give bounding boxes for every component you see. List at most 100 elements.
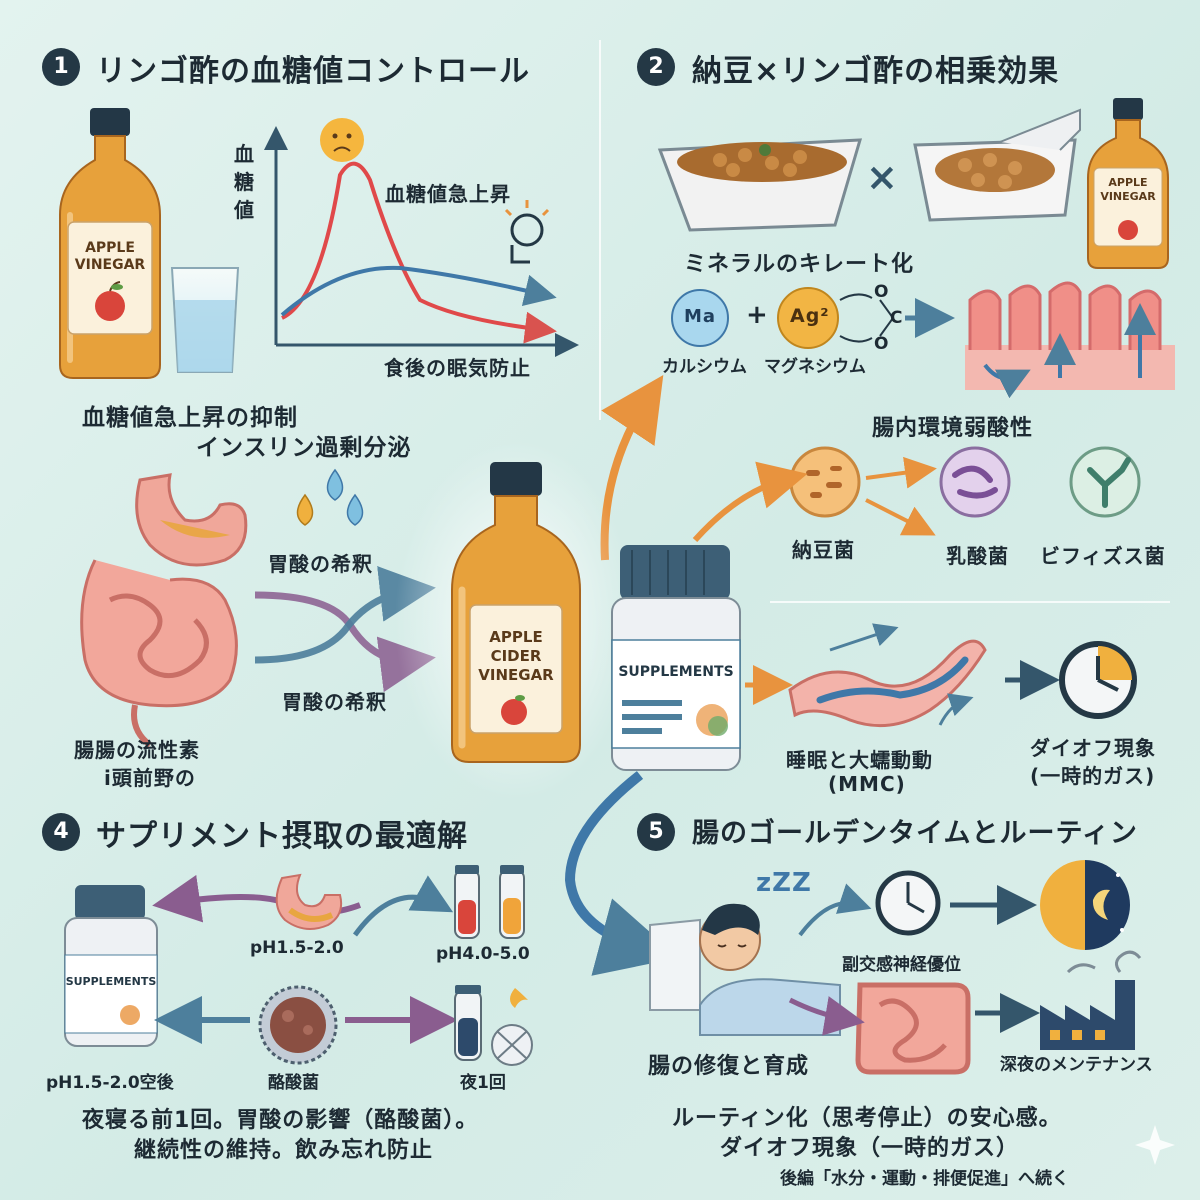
spike-label: 血糖値急上昇 [385, 182, 511, 206]
supplements-small-label: SUPPLEMENTS [65, 975, 157, 988]
supplements-bottle-small [64, 885, 158, 1047]
apple-cider-vinegar-bottle [395, 440, 635, 800]
clock-icon-1 [1059, 641, 1137, 719]
apple-vinegar-bottle-1 [59, 108, 161, 379]
acid-drops [296, 468, 364, 526]
bifido-bacteria-label: ビフィズス菌 [1040, 544, 1166, 568]
routine-label: ルーティン化（思考停止）の安心感。 [672, 1106, 1062, 1131]
acv-label-line1: APPLE [489, 628, 543, 646]
acid-dilution-label-2: 胃酸の希釈 [282, 690, 387, 714]
test-tubes-icon [454, 865, 525, 939]
parasympathetic-label: 副交感神経優位 [842, 955, 961, 975]
flat-curve [280, 265, 557, 317]
night-once-label: 夜1回 [460, 1073, 506, 1093]
bottle1-label-line2: VINEGAR [74, 257, 146, 273]
spike-curve [281, 161, 557, 344]
glucose-chart [264, 118, 579, 357]
mmc-intestine-wave [788, 623, 1060, 728]
molecule-c: C [890, 308, 903, 328]
caption-suppress: 血糖値急上昇の抑制 [82, 405, 298, 431]
dioff-label: ダイオフ現象 [1030, 736, 1156, 760]
section4-badge: 4 [42, 813, 80, 851]
intestinal-villi [965, 281, 1175, 399]
ion-ag [777, 287, 839, 349]
sleep-clock-icon [798, 870, 1037, 937]
after-meal-label: 食後の眠気防止 [384, 356, 531, 380]
section5-title: 腸のゴールデンタイムとルーティン [692, 818, 1138, 849]
ion-ma-label: Ma [684, 306, 717, 327]
y-axis-char-3: 値 [234, 198, 255, 222]
bottle2-label-line2: VINEGAR [1100, 190, 1156, 203]
water-glass [170, 267, 240, 373]
maintenance-label: 深夜のメンテナンス [1000, 1055, 1153, 1075]
ion-ag-label: Ag² [790, 305, 830, 327]
note-line-2: 継続性の維持。飲み忘れ防止 [134, 1138, 434, 1163]
brain-idea-icon [504, 200, 550, 264]
section1-badge: 1 [42, 48, 80, 86]
butyrate-bacteria-icon [258, 985, 338, 1065]
magnesium-label: マグネシウム [764, 357, 866, 377]
flow-arrow [564, 771, 679, 976]
calcium-label: カルシウム [662, 357, 747, 377]
caption-insulin: インスリン過剰分泌 [196, 435, 412, 461]
lactic-bacteria-label: 乳酸菌 [946, 544, 1009, 568]
sad-face-icon [320, 118, 364, 162]
gut-acidic-label: 腸内環境弱酸性 [872, 416, 1034, 441]
section1-title: リンゴ酢の血糖値コントロール [96, 54, 530, 89]
sun-moon-icon [1040, 860, 1130, 950]
sparkle-icon [1135, 1125, 1175, 1165]
natto-tray-1 [657, 138, 863, 232]
lactic-bacteria-icon [939, 446, 1011, 518]
ph-intestine-label: pH4.0-5.0 [436, 944, 530, 964]
colon-icon [788, 982, 1040, 1075]
section4-title: サプリメント摂取の最適解 [96, 819, 468, 854]
acv-label: APPLE CIDER VINEGAR [470, 628, 562, 685]
natto-bacteria-icon [789, 446, 861, 518]
supplements-label: SUPPLEMENTS [618, 664, 734, 680]
y-axis-char-2: 糖 [234, 170, 255, 194]
mmc-label: (MMC) [828, 772, 906, 796]
bottle2-label-line1: APPLE [1108, 176, 1148, 189]
stomach-intestine [80, 473, 248, 748]
zzz-icon: zZZ [756, 868, 812, 898]
acv-label-line2: CIDER [490, 647, 542, 665]
ph-stomach-label: pH1.5-2.0 [250, 938, 344, 958]
molecule-o-top: O [874, 282, 889, 302]
natto-tray-2 [913, 108, 1081, 222]
butyrate-label: 酪酸菌 [268, 1073, 319, 1093]
times-icon: × [866, 155, 899, 199]
apple-vinegar-bottle-2 [1087, 98, 1169, 269]
chelation-diagram [671, 287, 955, 349]
bifidobacteria-icon [1069, 446, 1141, 518]
gas-label: (一時的ガス) [1030, 764, 1156, 788]
factory-icon [1040, 950, 1142, 1050]
gut-label-line2: i頭前野の [104, 766, 196, 790]
bottle2-label: APPLE VINEGAR [1094, 176, 1162, 204]
note-line-1: 夜寝る前1回。胃酸の影響（酪酸菌）。 [82, 1108, 479, 1133]
molecule-o-bottom: O [874, 334, 889, 354]
acid-dilution-label-1: 胃酸の希釈 [268, 552, 373, 576]
continue-label: 後編「水分・運動・排便促進」へ続く [780, 1169, 1069, 1189]
acv-label-line3: VINEGAR [478, 666, 554, 684]
acid-cross-arrows [254, 566, 436, 693]
gut-label-line1: 腸腸の流性素 [74, 738, 200, 762]
plus-sign: + [746, 300, 769, 330]
section-dividers [599, 40, 1170, 603]
natto-bacteria-label: 納豆菌 [792, 538, 855, 562]
section5-badge: 5 [637, 813, 675, 851]
y-axis-char-1: 血 [234, 142, 255, 166]
section2-title: 納豆×リンゴ酢の相乗効果 [692, 54, 1060, 89]
repair-label: 腸の修復と育成 [648, 1054, 810, 1079]
ion-ma [671, 289, 729, 347]
night-pill-icon [454, 985, 533, 1066]
supplements-bottle [611, 545, 793, 771]
bottle1-label-line1: APPLE [85, 240, 135, 256]
sleep-mmc-label: 睡眠と大蠕動動 [786, 748, 933, 772]
dioff-note-label: ダイオフ現象（一時的ガス） [720, 1136, 1020, 1161]
chelate-label: ミネラルのキレート化 [684, 252, 915, 277]
bottle1-label: APPLE VINEGAR [68, 240, 152, 274]
section2-badge: 2 [637, 48, 675, 86]
sleeping-person [649, 903, 841, 1036]
